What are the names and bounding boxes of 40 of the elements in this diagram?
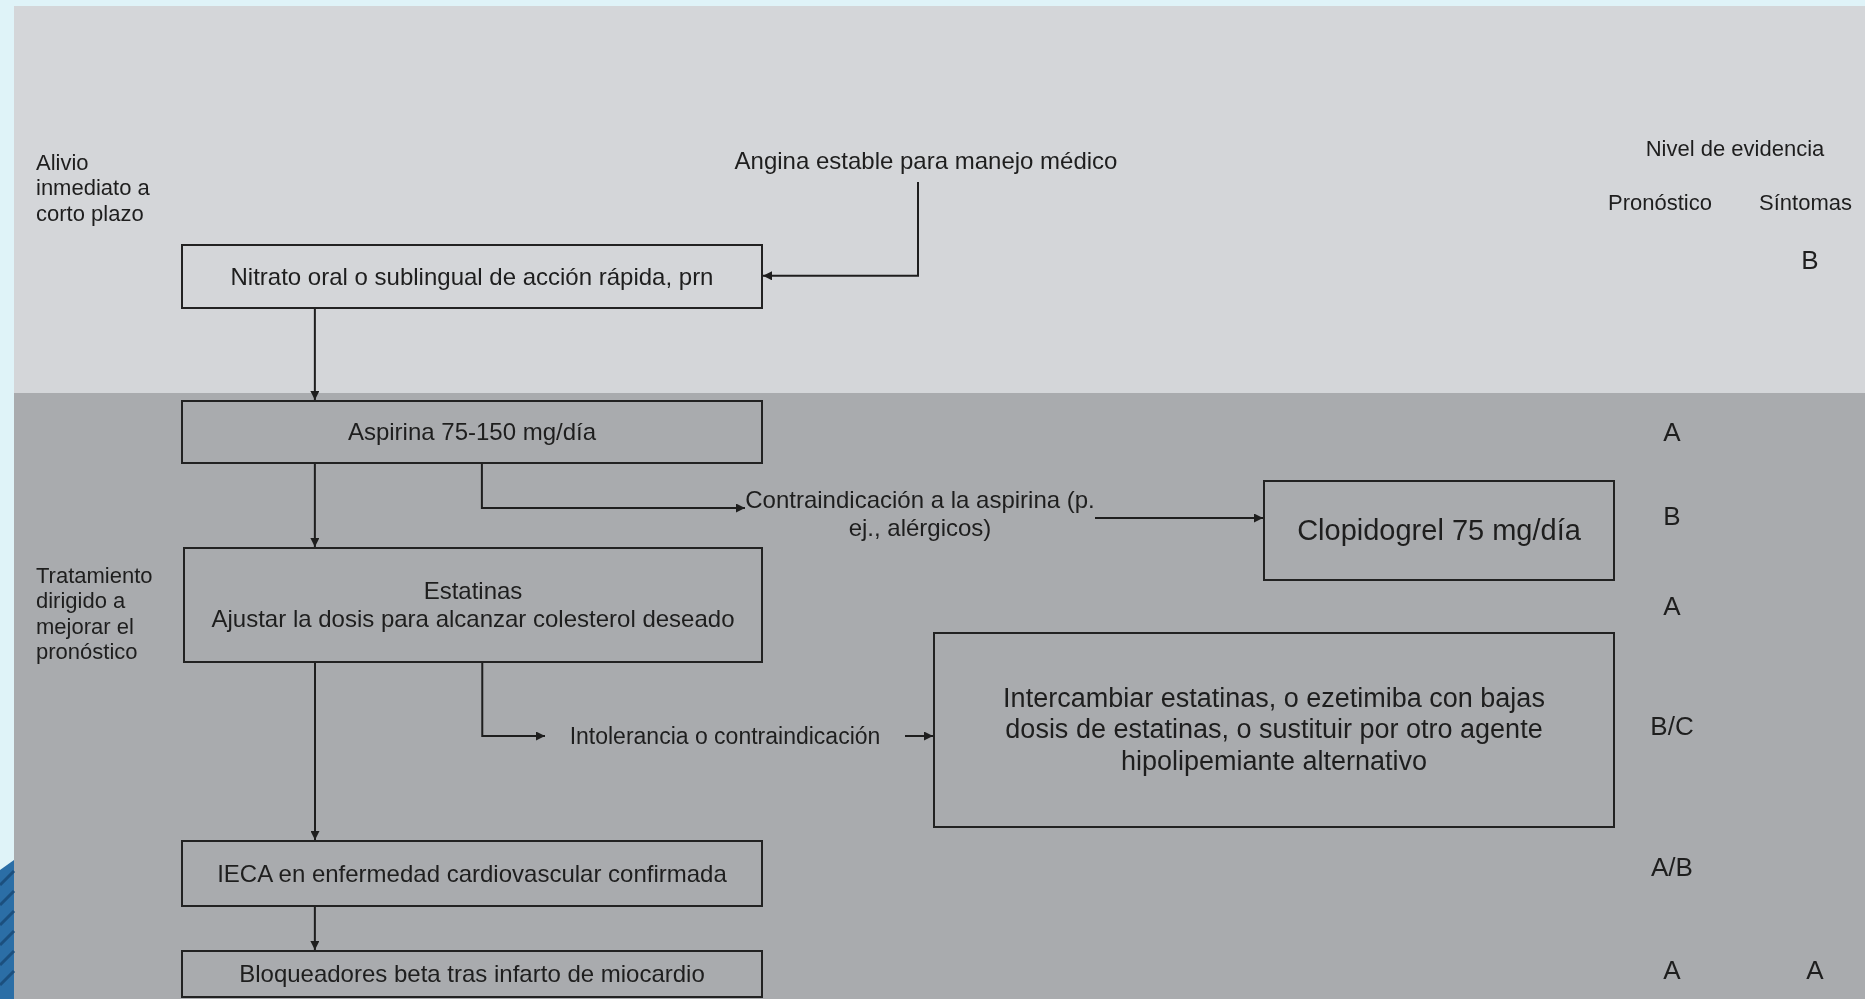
side-label: Tratamiento dirigido a mejorar el pronóstico (36, 563, 154, 665)
side-label: Síntomas (1758, 190, 1853, 216)
condition-text: Intolerancia o contraindicación (545, 716, 905, 756)
process-box (181, 244, 763, 309)
side-label: Alivio inmediato a corto plazo (36, 150, 151, 226)
process-box (181, 950, 763, 998)
evidence-level: B (1800, 246, 1820, 276)
evidence-level: A (1662, 418, 1682, 448)
arrow (310, 308, 320, 401)
box-text: Intercambiar estatinas, o ezetimiba con bajas dosis de estatinas, o sustituir por otro agente hipolipemiante alternativo (1002, 683, 1546, 777)
box-text: Clopidogrel 75 mg/día (1297, 513, 1581, 548)
process-box (181, 840, 763, 907)
box-text: Ajustar la dosis para alcanzar colesterol deseado (211, 605, 735, 633)
arrow (310, 662, 320, 841)
evidence-level: A (1662, 956, 1682, 986)
arrow (480, 463, 746, 513)
box-text: Bloqueadores beta tras infarto de miocardio (239, 960, 705, 988)
arrow (310, 463, 320, 548)
arrow (310, 906, 320, 951)
evidence-level: A/B (1650, 853, 1694, 883)
condition-text: Contraindicación a la aspirina (p. ej., alérgicos) (745, 474, 1095, 554)
arrow (481, 662, 546, 741)
arrow (762, 181, 919, 281)
process-box (933, 632, 1615, 828)
process-box (181, 400, 763, 464)
side-label: Nivel de evidencia (1644, 136, 1826, 162)
arrow (904, 731, 934, 741)
box-text: Aspirina 75-150 mg/día (347, 418, 597, 446)
arrow (1094, 513, 1264, 523)
condition-text: Angina estable para manejo médico (726, 140, 1126, 182)
box-text: IECA en enfermedad cardiovascular confirmada (217, 859, 727, 888)
side-label: Pronóstico (1607, 190, 1713, 216)
evidence-level: B (1662, 502, 1682, 532)
process-box (183, 547, 763, 663)
process-box (1263, 480, 1615, 581)
box-text: Nitrato oral o sublingual de acción rápida, prn (230, 262, 714, 291)
evidence-level: B/C (1649, 712, 1695, 742)
box-text: Estatinas (423, 577, 523, 605)
evidence-level: A (1805, 956, 1825, 986)
evidence-level: A (1662, 592, 1682, 622)
